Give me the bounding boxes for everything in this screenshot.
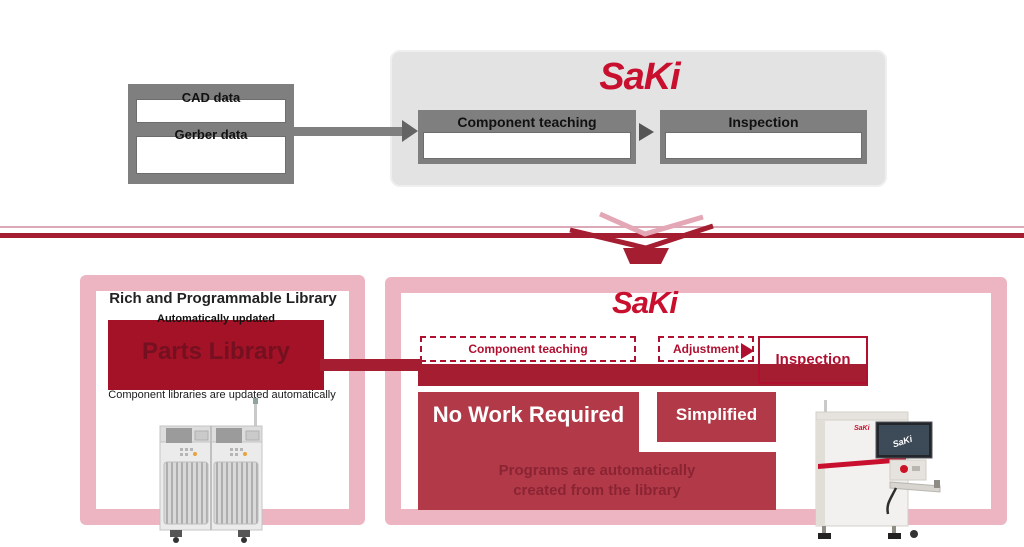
- input-data-box: CAD data Gerber data: [128, 84, 294, 184]
- step-label: Inspection: [728, 114, 799, 130]
- step-label: Inspection: [775, 351, 851, 368]
- step-label: Component teaching: [457, 114, 597, 130]
- step-label: Component teaching: [468, 342, 588, 356]
- step-label: Adjustment: [673, 342, 739, 356]
- gerber-data-placeholder: [136, 136, 286, 174]
- aoi-machine-image: SaKi SaKi: [815, 400, 941, 539]
- cad-data-label: CAD data: [181, 90, 241, 105]
- step-adjustment-bottom: Adjustment: [658, 336, 754, 362]
- badge-simplified: Simplified: [657, 392, 776, 442]
- step-placeholder: [423, 132, 631, 159]
- input-arrow-shaft: [294, 127, 404, 136]
- library-panel-title: Rich and Programmable Library: [109, 290, 337, 307]
- library-red-box: [108, 320, 324, 390]
- flow-band: [418, 364, 868, 386]
- mounter-machine-image: [159, 398, 263, 543]
- badge-no-work-required: No Work Required: [418, 392, 639, 454]
- aoi-body-logo: SaKi: [854, 425, 871, 432]
- step-placeholder: [665, 132, 862, 159]
- step-component-teaching-top: Component teaching: [418, 110, 636, 164]
- saki-logo-bottom: SaKi: [612, 285, 678, 320]
- library-main-label: Parts Library: [141, 338, 291, 365]
- divider-line-pink: [0, 226, 1024, 228]
- overlay-note-line2: created from the library: [513, 482, 681, 499]
- step-inspection-bottom: Inspection: [758, 336, 868, 384]
- divider-line-red: [0, 233, 1024, 238]
- step-inspection-top: Inspection: [660, 110, 867, 164]
- overlay-note-line1: Programs are automatically: [498, 462, 696, 479]
- flow-arrow-icon: [741, 343, 754, 359]
- cad-data-placeholder: [136, 99, 286, 123]
- input-arrow-icon: [402, 120, 418, 142]
- saki-logo-top: SaKi: [599, 56, 680, 98]
- overlay-note-box: Programs are automatically created from …: [418, 452, 776, 510]
- step-component-teaching-bottom: Component teaching: [420, 336, 636, 362]
- down-chevron-icon: [569, 211, 714, 264]
- step-arrow-icon: [639, 123, 654, 141]
- library-flow-connector: [320, 359, 422, 371]
- library-footnote: Component libraries are updated automati…: [108, 389, 336, 401]
- library-caption: Automatically updated: [157, 313, 275, 325]
- gerber-data-label: Gerber data: [174, 127, 248, 142]
